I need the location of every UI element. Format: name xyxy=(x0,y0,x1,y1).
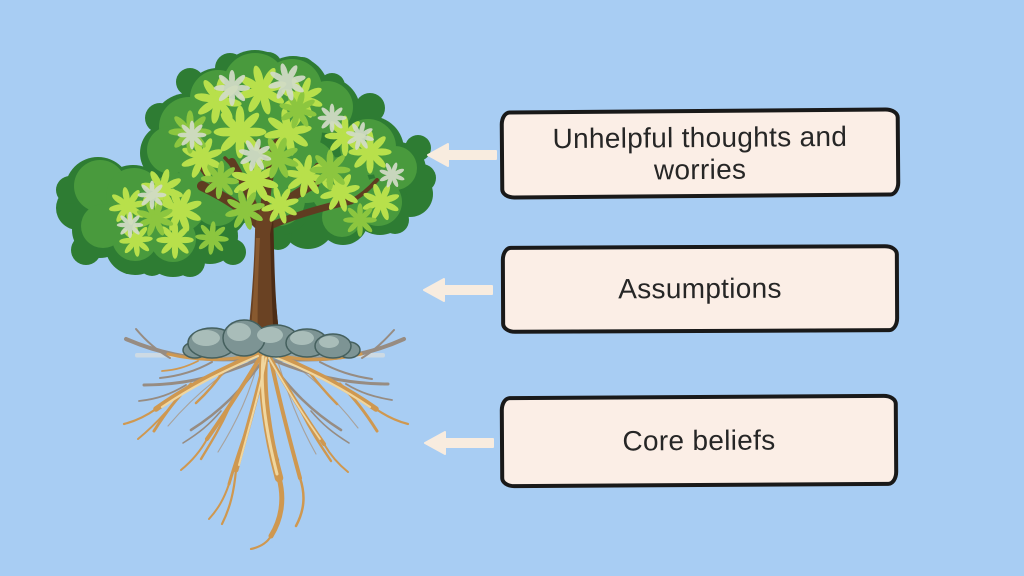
arrow-to-canopy xyxy=(427,143,497,167)
label-box-assumptions: Assumptions xyxy=(500,244,900,334)
label-box-core-beliefs: Core beliefs xyxy=(499,393,899,489)
rocks xyxy=(182,319,361,359)
arrow-to-trunk xyxy=(423,278,493,302)
arrow-to-roots xyxy=(424,431,494,455)
tree-illustration xyxy=(56,50,436,550)
label-text-core-beliefs: Core beliefs xyxy=(622,424,776,457)
label-box-unhelpful-thoughts: Unhelpful thoughts and worries xyxy=(499,107,901,200)
tree-roots xyxy=(122,328,410,550)
label-text-assumptions: Assumptions xyxy=(618,272,782,305)
label-text-unhelpful-thoughts: Unhelpful thoughts and worries xyxy=(552,120,848,185)
